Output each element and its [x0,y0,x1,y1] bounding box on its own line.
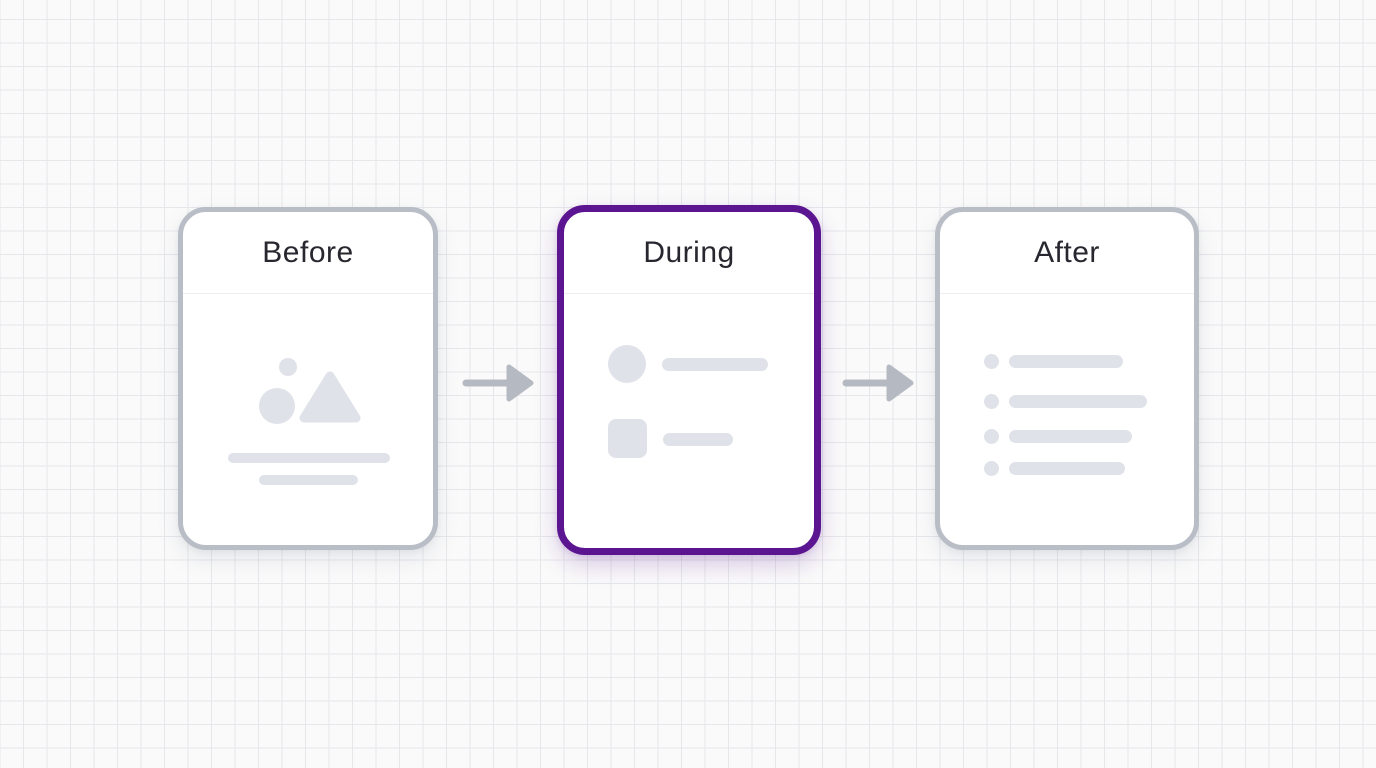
placeholder-text-bar [1009,395,1147,408]
card-after[interactable]: After [935,207,1199,550]
placeholder-text-bar [259,475,358,485]
placeholder-text-bar [1009,355,1123,368]
card-header: Before [183,212,433,294]
arrow-right-icon [842,364,914,402]
placeholder-bullet [984,354,999,369]
card-header: After [940,212,1194,294]
placeholder-triangle [299,371,361,423]
card-during[interactable]: During [557,205,821,555]
placeholder-text-bar [1009,430,1132,443]
placeholder-large-circle [259,388,295,424]
card-title: Before [262,235,354,269]
placeholder-bullet [984,461,999,476]
placeholder-bullet [984,429,999,444]
card-header: During [564,212,814,294]
arrow-right-icon [462,364,534,402]
card-title: After [1034,235,1100,269]
placeholder-avatar-circle [608,345,646,383]
card-before[interactable]: Before [178,207,438,550]
bullet-list-placeholder [940,294,1194,545]
placeholder-square [608,419,647,458]
media-rows-placeholder [564,294,814,548]
placeholder-bullet [984,394,999,409]
image-placeholder [183,294,433,545]
card-title: During [643,235,735,269]
placeholder-text-bar [663,433,733,446]
placeholder-text-bar [662,358,768,371]
placeholder-small-circle [279,358,297,376]
placeholder-text-bar [1009,462,1125,475]
placeholder-text-bar [228,453,390,463]
